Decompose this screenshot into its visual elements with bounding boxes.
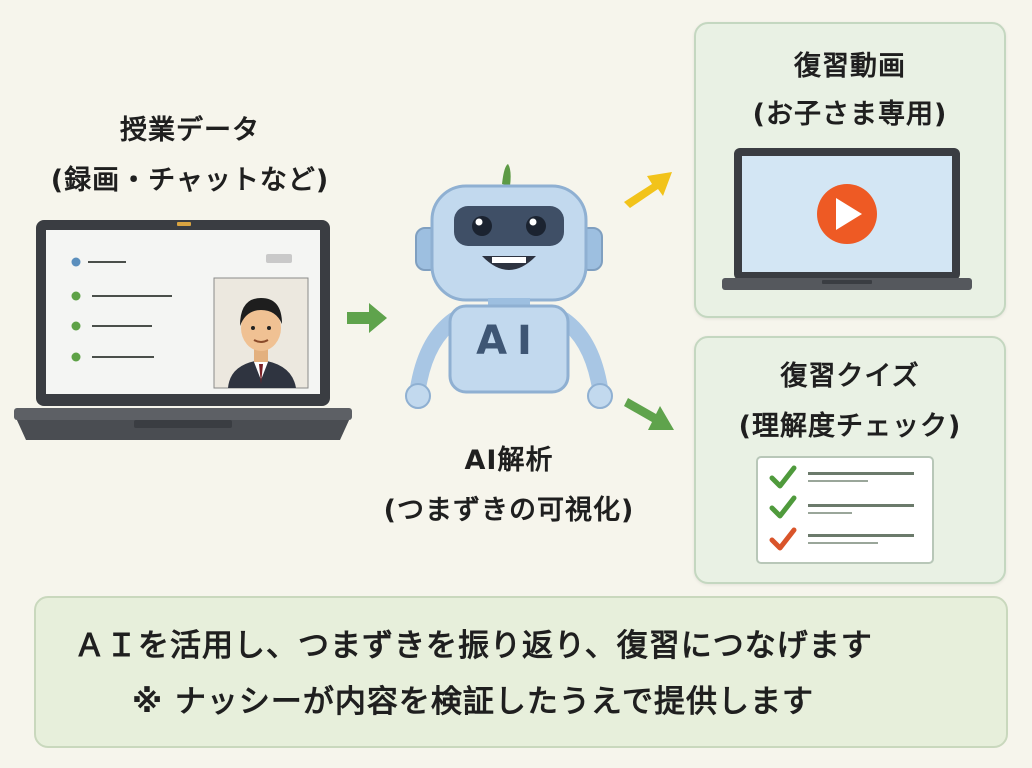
ai-analysis-subtitle: (つまずきの可視化) — [383, 495, 635, 526]
summary-box — [34, 596, 1008, 748]
check-icon — [769, 495, 797, 519]
arrow-down-right-icon — [624, 398, 674, 430]
ai-robot-illustration — [405, 164, 613, 409]
quiz-sheet-illustration — [756, 456, 934, 564]
review-quiz-title: 復習クイズ — [780, 361, 920, 392]
arrow-up-right-icon — [624, 172, 672, 208]
review-video-title: 復習動画 — [794, 51, 906, 82]
laptop-video-illustration — [722, 148, 972, 290]
laptop-lesson-illustration — [14, 220, 352, 440]
check-icon — [769, 465, 797, 489]
summary-line-1: ＡＩを活用し、つまずきを振り返り、復習につなげます — [74, 628, 873, 664]
check-icon — [769, 527, 797, 551]
lesson-data-title: 授業データ — [120, 115, 260, 146]
lesson-data-subtitle: (録画・チャットなど) — [50, 165, 330, 196]
summary-line-2: ※ ナッシーが内容を検証したうえで提供します — [132, 684, 814, 720]
review-quiz-subtitle: (理解度チェック) — [738, 411, 962, 442]
review-video-subtitle: (お子さま専用) — [752, 99, 948, 130]
status-dot-icon — [71, 257, 81, 267]
ai-analysis-title: AI解析 — [464, 445, 554, 476]
robot-chest-label: AI — [476, 318, 542, 364]
arrow-right-icon — [347, 303, 387, 333]
